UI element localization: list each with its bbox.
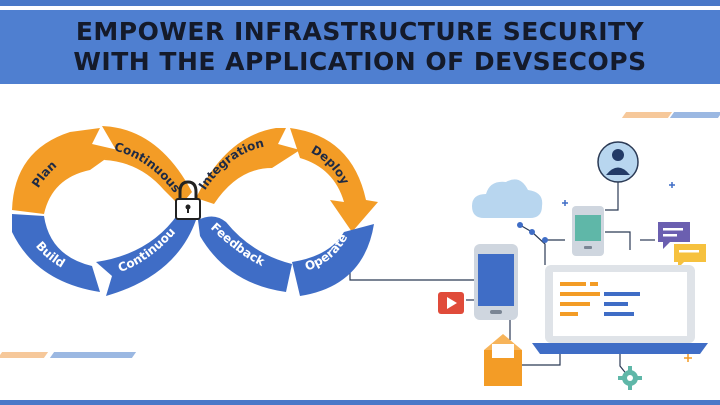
- page-title-line-2: WITH THE APPLICATION OF DEVSECOPS: [73, 47, 647, 76]
- tablet-device-icon: [572, 206, 604, 256]
- arc-continuous-top: [102, 126, 192, 206]
- arc-operate: [292, 224, 374, 296]
- arc-build: [12, 214, 100, 292]
- devsecops-illustration: Plan Continuous Integration Deploy Build…: [0, 88, 708, 390]
- network-nodes-icon: [517, 222, 548, 243]
- cloud-icon: [472, 179, 543, 218]
- arc-integration: [196, 128, 300, 204]
- gear-icon: [618, 366, 642, 390]
- loop-blue-arcs: [12, 214, 374, 296]
- top-accent-bar: [0, 0, 720, 6]
- page-title-line-1: EMPOWER INFRASTRUCTURE SECURITY: [75, 17, 645, 46]
- chat-bubble-icon: [658, 222, 706, 268]
- arc-continuous-bottom: [96, 214, 196, 296]
- bottom-accent-bar: [0, 400, 720, 405]
- title-banner: EMPOWER INFRASTRUCTURE SECURITY WITH THE…: [0, 10, 720, 84]
- loop-orange-arcs: [12, 126, 378, 232]
- user-avatar-icon: [597, 141, 639, 183]
- laptop-icon: [532, 265, 708, 354]
- arc-deploy: [290, 128, 378, 232]
- arc-feedback: [198, 216, 292, 292]
- mail-package-icon: [484, 334, 522, 386]
- arc-plan: [12, 128, 118, 214]
- sparkle-icons: [562, 182, 692, 362]
- play-video-icon: [438, 292, 464, 314]
- smartphone-icon: [474, 244, 518, 320]
- lock-icon: [175, 180, 201, 220]
